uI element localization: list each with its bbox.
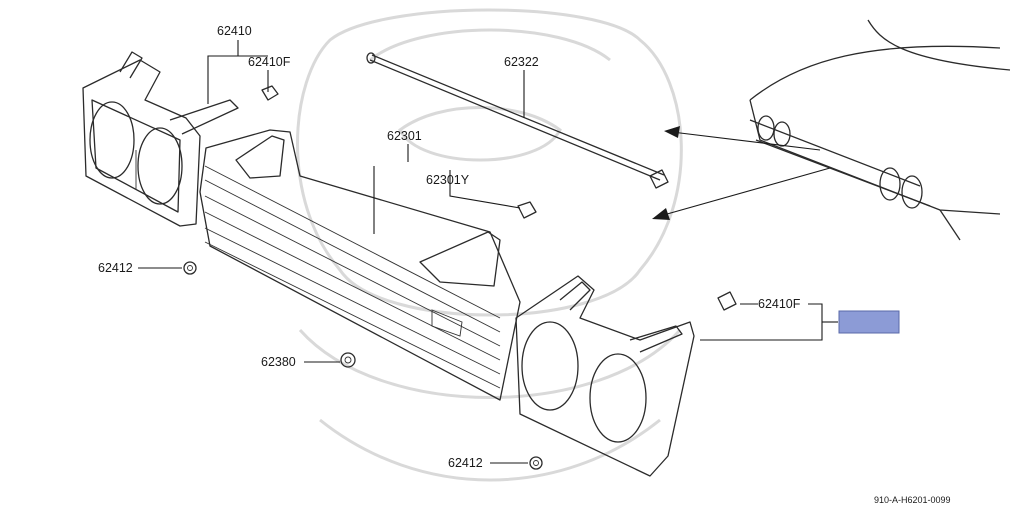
- label-headlight-frame-left: 62410: [217, 24, 252, 38]
- label-grille-clip: 62301Y: [426, 173, 470, 187]
- footer-reference-code: 910-A-H6201-0099: [874, 495, 951, 505]
- label-stay-bar: 62322: [504, 55, 539, 69]
- clip-right: [717, 291, 737, 311]
- label-nut-left: 62412: [98, 261, 133, 275]
- grille: [199, 129, 521, 401]
- nut-right: [529, 456, 543, 470]
- nut-left: [183, 261, 197, 275]
- headlight-frame-left: [82, 51, 239, 227]
- label-grille: 62301: [387, 129, 422, 143]
- clip-left-top: [261, 85, 279, 101]
- highlight-box: [838, 310, 900, 334]
- watermark-seal: [296, 8, 683, 482]
- headlight-frame-right: [515, 275, 695, 477]
- stay-bar: [366, 52, 669, 189]
- label-clip-left-top: 62410F: [248, 55, 291, 69]
- label-nut-right: 62412: [448, 456, 483, 470]
- label-retainer-nut: 62380: [261, 355, 296, 369]
- pointer-arrows: [652, 126, 831, 220]
- grille-clip: [517, 201, 537, 219]
- car-front-view: [749, 19, 1011, 241]
- leader-lines: [138, 40, 838, 464]
- retainer-nut: [340, 352, 356, 368]
- label-clip-right: 62410F: [758, 297, 801, 311]
